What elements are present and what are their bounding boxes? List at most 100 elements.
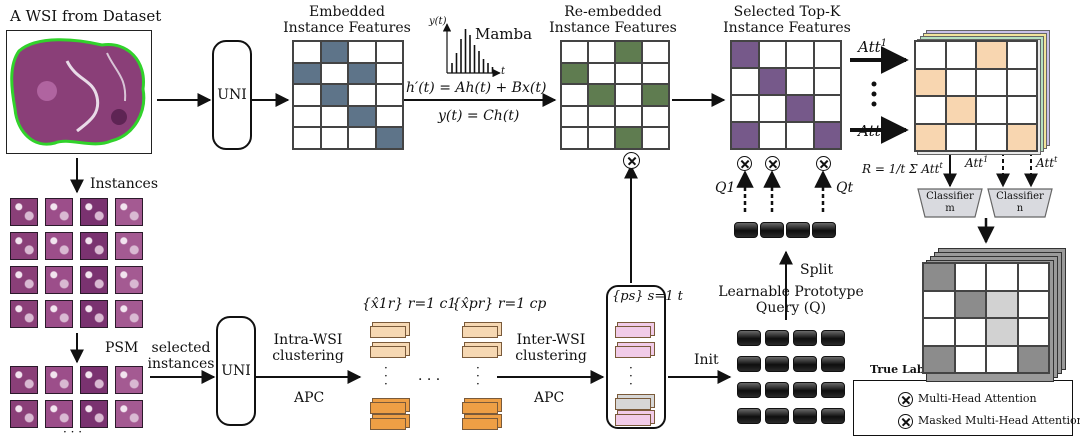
query-token	[812, 222, 836, 238]
learnable-query-token	[821, 356, 845, 372]
instance-tile	[10, 232, 38, 260]
grid-cell	[561, 41, 588, 63]
cluster-cube	[370, 346, 406, 358]
selected-title: Selected Top-K Instance Features	[723, 4, 851, 36]
otimes-icon-q1	[737, 156, 752, 171]
learnable-query-token	[737, 382, 761, 398]
true-label-cell	[954, 345, 986, 373]
true-label-cell	[986, 263, 1018, 291]
true-label-cell	[986, 345, 1018, 373]
prototype-cube	[615, 346, 651, 358]
grid-cell	[320, 84, 348, 106]
psm-tile	[10, 400, 38, 428]
selected-instances-label: selected instances	[147, 340, 215, 372]
cluster-dots: · · ·	[384, 361, 388, 391]
true-label-cell	[954, 318, 986, 346]
learnable-query-token	[765, 356, 789, 372]
grid-cell	[813, 95, 841, 122]
learnable-prototype-title: Learnable Prototype Query (Q)	[718, 284, 864, 316]
classifier-n-shape	[987, 188, 1053, 218]
attention-map-front	[914, 40, 1038, 152]
grid-cell	[588, 105, 615, 128]
tiles-ellipsis: · · ·	[63, 425, 83, 439]
reembedded-title: Re-embedded Instance Features	[549, 4, 677, 36]
instance-tile	[80, 232, 108, 260]
ssm-equation-2: y(t) = Ch(t)	[438, 108, 520, 124]
instance-tile	[115, 232, 143, 260]
psm-tile	[115, 366, 143, 394]
uni-encoder-bottom: UNI	[216, 316, 256, 426]
learnable-query-token	[793, 330, 817, 346]
init-label: Init	[694, 352, 719, 368]
psm-tile	[45, 400, 73, 428]
cluster-dots: · · ·	[476, 361, 480, 391]
attention-cell	[976, 123, 1007, 151]
true-label-cell	[986, 290, 1018, 318]
grid-cell	[588, 62, 615, 85]
inter-clustering-label: Inter-WSI clustering	[515, 332, 587, 364]
mamba-label: Mamba	[475, 25, 533, 43]
grid-cell	[348, 41, 376, 63]
grid-cell	[731, 68, 759, 95]
grid-cell	[758, 122, 786, 149]
learnable-query-token	[793, 408, 817, 424]
grid-cell	[813, 41, 841, 68]
legend-otimes-icon-1	[898, 392, 913, 407]
true-label-cell	[1017, 290, 1049, 318]
attention-cell	[1006, 96, 1037, 124]
query-token	[786, 222, 810, 238]
grid-cell	[348, 105, 376, 128]
grid-cell	[786, 41, 814, 68]
attention-cell	[1006, 123, 1037, 151]
grid-cell	[561, 105, 588, 128]
grid-cell	[375, 105, 403, 128]
cluster-cube	[462, 402, 498, 414]
uni-top-label: UNI	[217, 87, 247, 103]
psm-tile	[45, 366, 73, 394]
grid-cell	[642, 84, 669, 106]
legend-mha: Multi-Head Attention	[918, 392, 1037, 405]
attention-cell	[915, 41, 946, 69]
true-label-cell	[954, 263, 986, 291]
learnable-query-token	[821, 382, 845, 398]
attention-cell	[915, 123, 946, 151]
mamba-histogram	[442, 23, 501, 78]
psm-tile	[80, 366, 108, 394]
learnable-query-token	[821, 408, 845, 424]
learnable-query-token	[821, 330, 845, 346]
prototype-cube	[615, 414, 651, 426]
instance-tile	[80, 198, 108, 226]
cluster-cube	[370, 326, 406, 338]
cluster-cube	[462, 326, 498, 338]
instance-tile	[10, 198, 38, 226]
attention-cell	[976, 68, 1007, 96]
grid-cell	[758, 68, 786, 95]
grid-cell	[348, 84, 376, 106]
learnable-query-token	[793, 382, 817, 398]
grid-cell	[615, 84, 642, 106]
uni-bottom-label: UNI	[221, 363, 251, 379]
grid-cell	[731, 122, 759, 149]
grid-cell	[320, 41, 348, 63]
true-label-cell	[923, 263, 955, 291]
legend-otimes-icon-2	[898, 414, 913, 429]
grid-cell	[375, 41, 403, 63]
grid-cell	[786, 68, 814, 95]
attention-cell	[976, 96, 1007, 124]
true-label-cell	[923, 345, 955, 373]
grid-cell	[320, 127, 348, 149]
true-label-front	[922, 262, 1050, 374]
grid-cell	[375, 84, 403, 106]
wsi-image	[6, 30, 152, 154]
learnable-query-token	[737, 408, 761, 424]
grid-cell	[348, 127, 376, 149]
embedded-title: Embedded Instance Features	[283, 4, 411, 36]
embedded-feature-grid	[292, 40, 404, 150]
grid-cell	[615, 62, 642, 85]
psm-label: PSM	[105, 340, 139, 356]
psm-tile	[115, 400, 143, 428]
true-label-cell	[954, 290, 986, 318]
grid-cell	[758, 41, 786, 68]
classifier-n-label: Classifier n	[996, 191, 1044, 214]
instance-tile	[45, 300, 73, 328]
